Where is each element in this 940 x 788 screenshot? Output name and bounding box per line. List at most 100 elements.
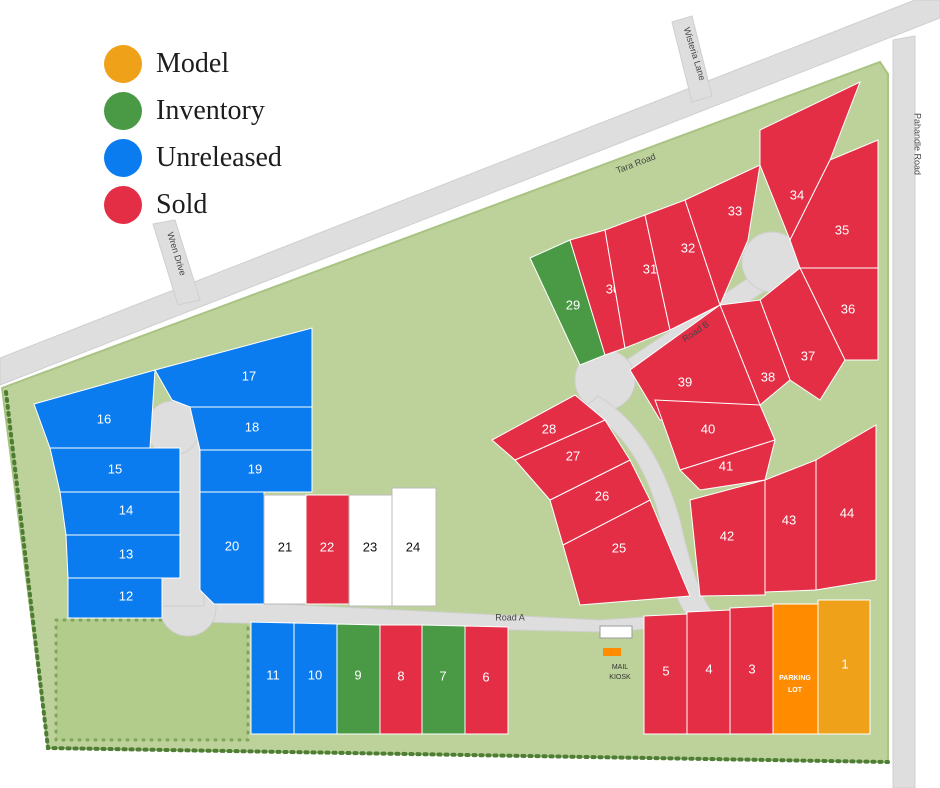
lot-number: 39 <box>678 374 692 389</box>
lot-24[interactable]: 24 <box>391 487 437 607</box>
lot-number: 22 <box>320 539 334 554</box>
lot-number: 20 <box>225 538 239 553</box>
lot-number: 23 <box>363 539 377 554</box>
lot-shape[interactable] <box>689 479 766 597</box>
legend-swatch <box>104 138 142 177</box>
lot-number: 10 <box>308 667 322 682</box>
lot-number: 26 <box>595 488 609 503</box>
lot-22[interactable]: 22 <box>305 494 350 605</box>
lot-shape[interactable] <box>33 369 156 449</box>
legend-swatch <box>104 185 142 224</box>
lot-39[interactable]: 39 <box>629 304 761 421</box>
lot-number: 36 <box>841 301 855 316</box>
lot-7[interactable]: 7 <box>421 624 466 735</box>
lot-shape[interactable] <box>815 424 877 591</box>
lot-shape[interactable] <box>491 394 606 461</box>
lot-number: 24 <box>406 539 420 554</box>
lot-19[interactable]: 19 <box>199 449 313 493</box>
lot-5[interactable]: 5 <box>643 613 688 735</box>
lot-number: 8 <box>397 668 404 683</box>
lot-shape[interactable] <box>817 599 871 735</box>
lot-6[interactable]: 6 <box>464 625 509 735</box>
parking-label: PARKING <box>779 675 811 682</box>
legend-item-unreleased: Unreleased <box>104 134 282 181</box>
lot-number: 29 <box>566 297 580 312</box>
lot-9[interactable]: 9 <box>336 623 381 735</box>
lot-number: 40 <box>701 421 715 436</box>
lot-number: 13 <box>119 546 133 561</box>
legend-label: Model <box>156 47 230 79</box>
wisteria-lane <box>671 15 713 103</box>
lot-number: 15 <box>108 461 122 476</box>
lot-14[interactable]: 14 <box>59 491 181 536</box>
legend-swatch <box>104 44 142 83</box>
lot-number: 3 <box>748 661 755 676</box>
lot-number: 1 <box>841 656 848 671</box>
lot-number: 37 <box>801 348 815 363</box>
lot-number: 18 <box>245 419 259 434</box>
lot-16[interactable]: 16 <box>33 369 156 449</box>
pahandle-road-label: Pahandle Road <box>913 113 923 175</box>
lot-shape[interactable] <box>684 164 761 307</box>
lot-shape[interactable] <box>199 491 265 605</box>
pahandle-road <box>892 35 916 788</box>
lot-33[interactable]: 33 <box>684 164 761 307</box>
lot-21[interactable]: 21 <box>263 494 307 605</box>
tree-line <box>4 390 890 764</box>
lot-number: 14 <box>119 502 133 517</box>
lot-13[interactable]: 13 <box>65 534 181 579</box>
legend-item-model: Model <box>104 40 282 87</box>
lot-1[interactable]: 1 <box>817 599 871 735</box>
lot-27[interactable]: 27 <box>514 419 631 501</box>
lot-number: 34 <box>790 187 804 202</box>
lot-number: 38 <box>761 369 775 384</box>
lot-number: 17 <box>242 368 256 383</box>
legend-item-sold: Sold <box>104 181 282 228</box>
lot-23[interactable]: 23 <box>348 494 393 607</box>
lot-number: 25 <box>612 540 626 555</box>
lot-11[interactable]: 11 <box>250 621 295 735</box>
legend: Model Inventory Unreleased Sold <box>104 40 282 228</box>
lot-number: 42 <box>720 528 734 543</box>
lot-25[interactable]: 25 <box>562 499 691 606</box>
lot-number: 41 <box>719 458 733 473</box>
lot-number: 35 <box>835 222 849 237</box>
lot-number: 9 <box>354 667 361 682</box>
legend-label: Inventory <box>156 94 265 126</box>
lot-number: 6 <box>482 669 489 684</box>
lot-shape[interactable] <box>250 621 295 735</box>
lot-number: 12 <box>119 588 133 603</box>
lot-number: 4 <box>705 661 712 676</box>
lot-shape[interactable] <box>67 577 163 619</box>
lot-number: 16 <box>97 411 111 426</box>
lot-number: 44 <box>840 505 854 520</box>
lot-4[interactable]: 4 <box>686 609 731 735</box>
lot-number: 21 <box>278 539 292 554</box>
legend-swatch <box>104 91 142 130</box>
lot-number: 32 <box>681 240 695 255</box>
lot-shape[interactable] <box>391 487 437 607</box>
lot-42[interactable]: 42 <box>689 479 766 597</box>
lot-number: 11 <box>266 667 280 682</box>
lot-20[interactable]: 20 <box>199 491 265 605</box>
wooded-area <box>56 620 248 740</box>
lot-18[interactable]: 18 <box>189 406 313 451</box>
legend-item-inventory: Inventory <box>104 87 282 134</box>
lot-shape[interactable] <box>643 613 688 735</box>
lot-10[interactable]: 10 <box>293 622 338 735</box>
lot-28[interactable]: 28 <box>491 394 606 461</box>
lot-15[interactable]: 15 <box>49 447 181 493</box>
lot-3[interactable]: 3 <box>729 605 774 735</box>
lot-number: 33 <box>728 203 742 218</box>
lot-number: 31 <box>643 261 657 276</box>
lot-number: 19 <box>248 461 262 476</box>
lot-8[interactable]: 8 <box>379 624 423 735</box>
lot-shape[interactable] <box>199 449 313 493</box>
mail-kiosk-label: MAIL <box>612 664 628 671</box>
lot-12[interactable]: 12 <box>67 577 163 619</box>
lot-44[interactable]: 44 <box>815 424 877 591</box>
lot-number: 7 <box>439 668 446 683</box>
lot-43[interactable]: 43 <box>764 459 817 593</box>
